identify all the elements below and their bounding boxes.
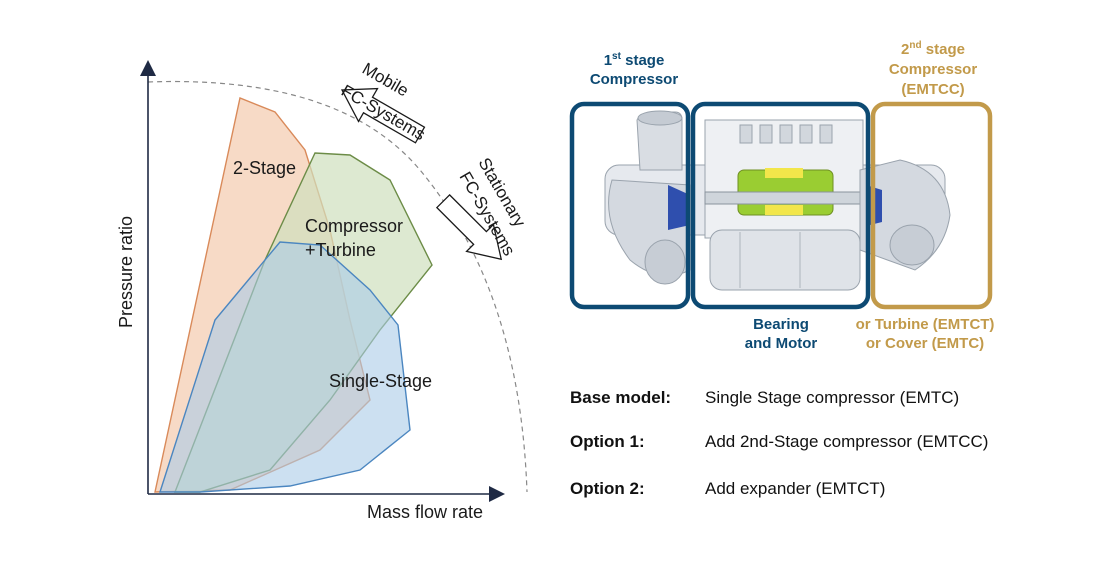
second-stage-header: 2nd stage (901, 40, 965, 58)
region-single-stage (159, 241, 411, 493)
compressor-map: Pressure ratio Mass flow rate 2-Stage Co… (116, 59, 530, 522)
stationary-arrow (435, 193, 503, 261)
second-stage-box (870, 101, 993, 310)
options-list: Base model: Single Stage compressor (EMT… (570, 388, 988, 498)
option-value: Add 2nd-Stage compressor (EMTCC) (705, 432, 988, 451)
second-stage-header-line3: (EMTCC) (901, 81, 964, 98)
first-stage-box (569, 101, 691, 310)
second-stage-header-line2: Compressor (889, 61, 978, 78)
option-key: Option 2: (570, 479, 645, 498)
option-key: Option 1: (570, 432, 645, 451)
machine-illustration (604, 110, 951, 291)
operating-limit-arc (147, 80, 528, 493)
label-two-stage: 2-Stage (233, 158, 296, 178)
x-axis-label: Mass flow rate (367, 502, 483, 522)
label-turbine: +Turbine (305, 240, 376, 260)
option-key: Base model: (570, 388, 671, 407)
mobile-arrow (340, 87, 426, 144)
bearing-motor-box (690, 101, 871, 310)
first-stage-header: 1st stage (604, 51, 665, 69)
turbine-label-line2: or Cover (EMTC) (866, 335, 984, 352)
bearing-label-line1: Bearing (753, 316, 809, 333)
option-value: Single Stage compressor (EMTC) (705, 388, 959, 407)
option-value: Add expander (EMTCT) (705, 479, 885, 498)
turbine-label-line1: or Turbine (EMTCT) (856, 316, 995, 333)
label-compressor: Compressor (305, 216, 403, 236)
first-stage-header-line2: Compressor (590, 71, 679, 88)
y-axis-label: Pressure ratio (116, 216, 136, 328)
label-single-stage: Single-Stage (329, 371, 432, 391)
mobile-label-line2: FC-Systems (338, 81, 428, 144)
machine-cross-section: 1st stage Compressor 2nd stage Compresso… (569, 40, 995, 352)
bearing-label-line2: and Motor (745, 335, 818, 352)
